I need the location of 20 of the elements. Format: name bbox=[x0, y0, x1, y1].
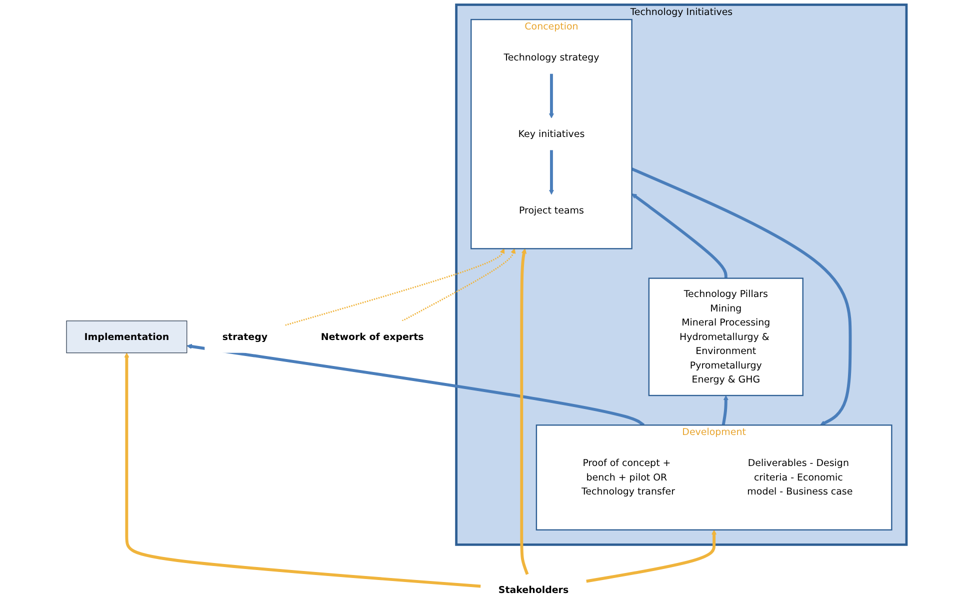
arrow bbox=[402, 248, 516, 322]
node-text: Key initiatives bbox=[518, 128, 585, 140]
node-text: Technology strategy bbox=[504, 52, 600, 64]
arrow bbox=[722, 395, 729, 426]
arrow bbox=[548, 74, 554, 118]
node-text: Network of experts bbox=[320, 330, 424, 342]
node-text: Stakeholders bbox=[498, 584, 569, 596]
arrow bbox=[124, 352, 481, 588]
node-text: Proof of concept + bench + pilot OR Technology transfer bbox=[581, 457, 675, 498]
node-text: Deliverables - Design criteria - Economic model - Business case bbox=[747, 457, 853, 498]
arrow bbox=[520, 248, 529, 575]
arrow bbox=[548, 150, 554, 195]
arrow bbox=[186, 344, 645, 426]
arrow bbox=[285, 248, 505, 326]
arrow bbox=[632, 193, 728, 278]
node-text: Project teams bbox=[519, 204, 584, 216]
arrow bbox=[586, 530, 717, 583]
arrow bbox=[631, 168, 852, 426]
node-box: Implementation bbox=[66, 320, 188, 354]
node-box: Technology Pillars Mining Mineral Processing Hydrometallurgy & Environment Pyrometallurgy Energy & GHG bbox=[648, 278, 804, 396]
